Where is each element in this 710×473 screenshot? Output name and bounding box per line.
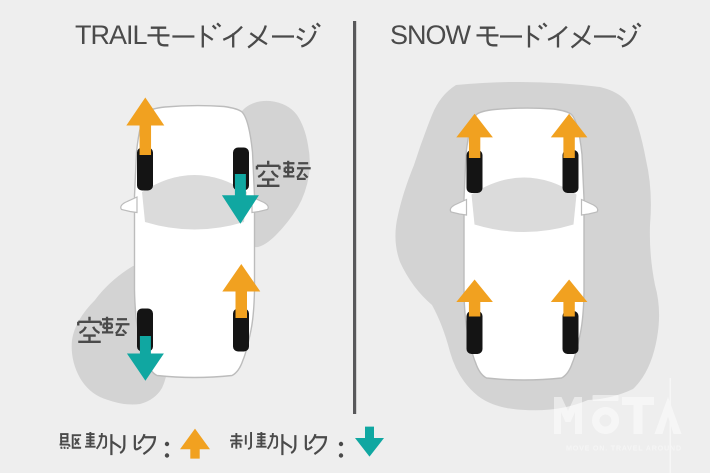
svg-text:SNOW: SNOW: [390, 20, 472, 50]
svg-text:MOVE ON. TRAVEL AROUND: MOVE ON. TRAVEL AROUND: [566, 444, 682, 453]
svg-text:TRAIL: TRAIL: [75, 20, 148, 50]
